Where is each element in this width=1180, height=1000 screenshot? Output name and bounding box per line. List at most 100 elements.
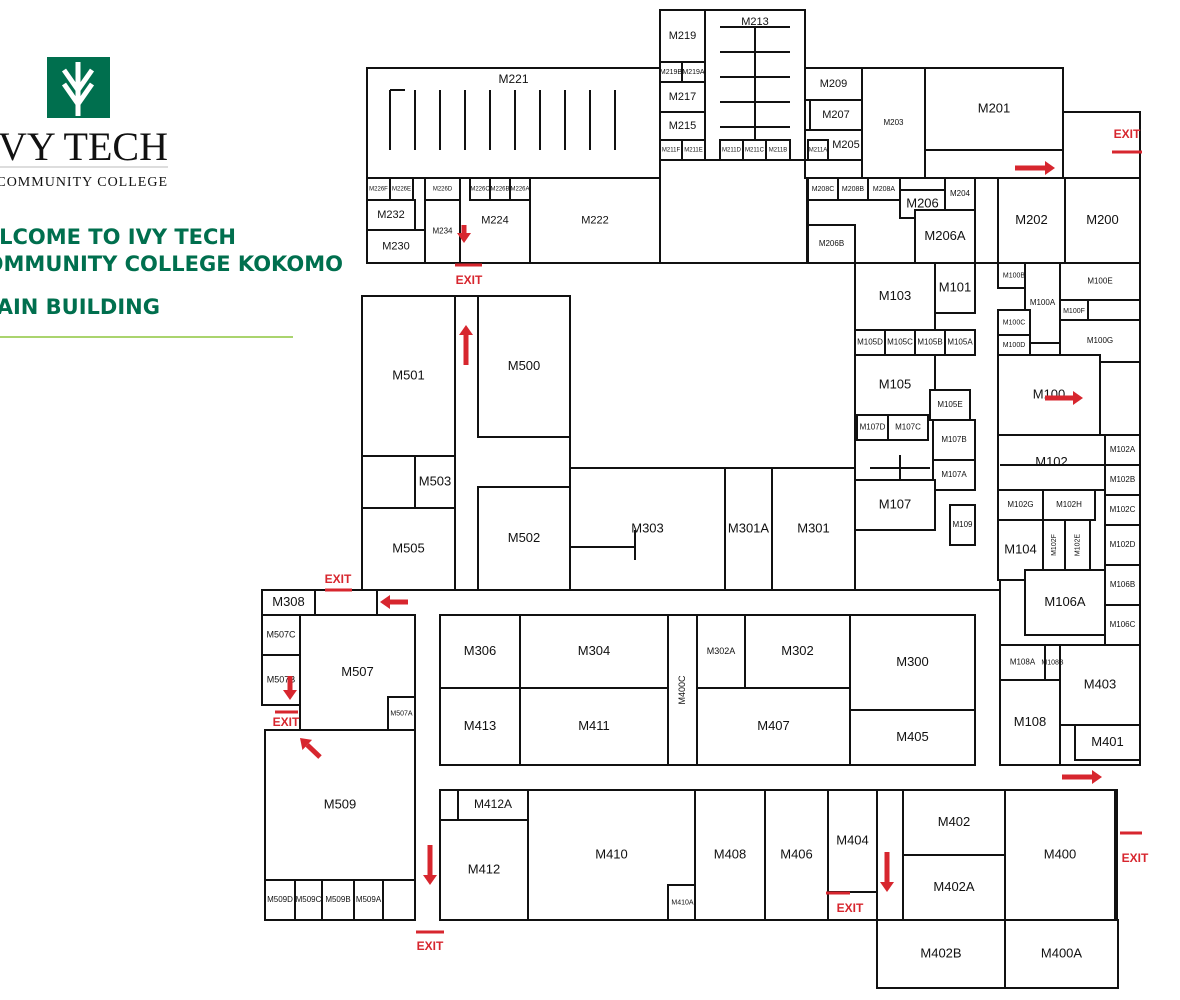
room-outline	[1064, 519, 1091, 571]
room-outline	[999, 679, 1061, 766]
room-m407	[696, 687, 851, 766]
room-outline	[1104, 494, 1141, 526]
exit-direction-arrow-icon	[300, 738, 322, 759]
room-m406	[764, 789, 829, 921]
room-label: M108	[1014, 714, 1047, 729]
room-label: M402A	[933, 879, 975, 894]
room-label: M222	[581, 214, 609, 226]
room-label: M301A	[728, 520, 770, 535]
room-outline	[856, 414, 889, 441]
room-m301a	[724, 467, 773, 591]
room-m211a	[807, 139, 829, 161]
room-m401	[1074, 724, 1141, 761]
room-label: M211D	[722, 148, 742, 154]
room-m500	[477, 295, 571, 438]
exit-direction-arrow-icon	[380, 595, 408, 609]
exit-marker: EXIT	[455, 263, 483, 287]
room-label: M219A	[682, 69, 705, 76]
room-label: M206A	[924, 228, 966, 243]
room-label: M203	[883, 118, 904, 127]
room-outline	[949, 504, 976, 546]
room-label: M102A	[1110, 445, 1136, 454]
room-label: M102B	[1110, 475, 1135, 484]
logo-subtext: COMMUNITY COLLEGE	[0, 175, 168, 190]
room-m201	[924, 67, 1064, 151]
exit-marker: EXIT	[273, 710, 300, 729]
room-m100c	[997, 309, 1031, 336]
room-m109	[949, 504, 976, 546]
room-m106a	[1024, 569, 1106, 636]
room-label: M234	[432, 227, 453, 236]
room-label: M402B	[920, 945, 961, 960]
room-label: M505	[392, 540, 425, 555]
exit-marker: EXIT	[1112, 127, 1142, 154]
room-label: M230	[382, 240, 410, 252]
room-label: M500	[508, 358, 541, 373]
room-label: M507	[341, 664, 374, 679]
room-m302a	[696, 614, 746, 689]
room-m405	[849, 709, 976, 766]
room-m301	[771, 467, 856, 591]
room-label: M303	[631, 520, 664, 535]
room-label: M400A	[1041, 945, 1083, 960]
room-label: M106C	[1110, 620, 1136, 629]
room-outline	[261, 614, 301, 656]
room-label: M207	[822, 109, 850, 121]
room-label: M105B	[917, 338, 942, 347]
room-m100	[997, 354, 1101, 436]
room-label: M413	[464, 718, 497, 733]
room-outline	[1004, 919, 1119, 989]
header: IVY TECH COMMUNITY COLLEGE WELCOME TO IV…	[0, 57, 343, 338]
exit-direction-arrow-icon	[1015, 161, 1055, 175]
exit-label: EXIT	[456, 273, 483, 287]
room-m107d	[856, 414, 889, 441]
room-label: M507B	[267, 674, 296, 684]
room-m413	[439, 687, 521, 766]
room-outline	[997, 354, 1101, 436]
room-label: M206	[906, 195, 939, 210]
exit-marker: EXIT	[325, 572, 352, 592]
room-label: M205	[832, 139, 860, 151]
room-outline	[1059, 644, 1141, 726]
exit-direction-arrow-icon	[880, 852, 894, 892]
room-outline	[902, 854, 1006, 921]
room-label: M219	[669, 30, 697, 42]
room-label: M503	[419, 473, 452, 488]
room-label: M108A	[1010, 658, 1036, 667]
room-m107b	[932, 419, 976, 461]
room-label: M100F	[1063, 308, 1085, 315]
room-label: M224	[481, 214, 509, 226]
room-label: M226F	[369, 187, 388, 193]
room-m400c	[667, 614, 698, 766]
room-outline	[997, 434, 1106, 491]
room-m412	[439, 819, 529, 921]
room-label: M102C	[1110, 505, 1136, 514]
room-label: M200	[1086, 212, 1119, 227]
room-outline	[439, 687, 521, 766]
room-label: M102	[1035, 454, 1068, 469]
room-label: M308	[272, 594, 305, 609]
exit-label: EXIT	[1114, 127, 1141, 141]
room-label: M221	[498, 72, 528, 86]
room-outline	[667, 884, 698, 921]
room-m509a	[353, 879, 384, 921]
room-label: M107	[879, 496, 912, 511]
room-outline	[807, 224, 856, 264]
room-outline	[667, 614, 698, 766]
room-m215	[659, 111, 706, 141]
room-outline	[694, 789, 766, 921]
room-m102a	[1104, 434, 1141, 466]
room-label: M412	[468, 861, 501, 876]
room-m509c	[294, 879, 323, 921]
room-outline	[827, 789, 878, 893]
room-outline	[997, 309, 1031, 336]
room-label: M405	[896, 729, 929, 744]
room-outline	[849, 709, 976, 766]
room-outline	[366, 199, 416, 231]
room-outline	[861, 67, 926, 179]
room-m102	[997, 434, 1106, 491]
welcome-line-2: COMMUNITY COLLEGE KOKOMO	[0, 252, 343, 276]
room-label: M302A	[707, 646, 736, 656]
room-label: M208B	[842, 186, 865, 193]
room-label: M411	[578, 718, 610, 733]
